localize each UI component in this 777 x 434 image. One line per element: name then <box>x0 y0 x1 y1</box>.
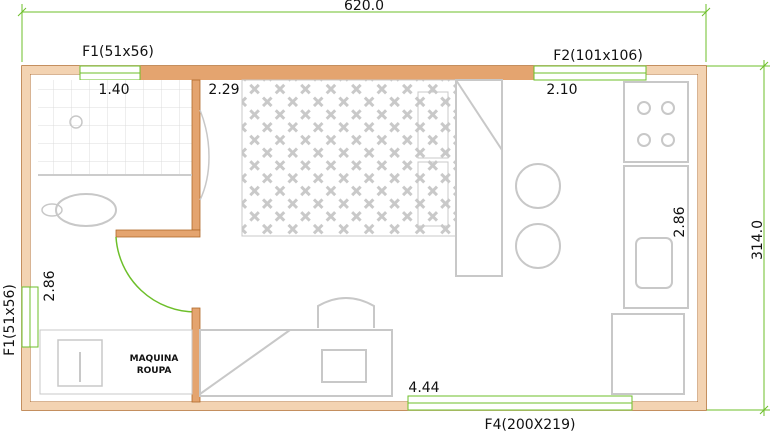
kitchen-height-label: 2.86 <box>672 206 688 237</box>
bed <box>241 79 457 237</box>
bath-door-label: 2.29 <box>208 82 239 98</box>
window-f1-left-label: F1(51x56) <box>2 284 18 356</box>
computer-icon <box>321 349 367 383</box>
bottom-width-label: 4.44 <box>408 380 439 396</box>
burner-icon-4 <box>661 133 675 147</box>
toilet-icon <box>55 193 117 227</box>
stool-icon-2 <box>515 223 561 269</box>
kitchen <box>611 81 689 395</box>
window-f1-top <box>79 65 141 81</box>
burner-icon-3 <box>637 133 651 147</box>
window-f4-label: F4(200X219) <box>485 417 576 433</box>
window-f1-top-label: F1(51x56) <box>82 44 154 60</box>
counter <box>455 79 561 277</box>
bath-width-label: 1.40 <box>98 82 129 98</box>
dimension-lines <box>17 4 770 416</box>
sink-counter <box>623 165 689 309</box>
burner-icon-2 <box>661 101 675 115</box>
laundry-label-line2: ROUPA <box>137 366 172 376</box>
window-f2 <box>533 65 647 81</box>
window-f2-label: F2(101x106) <box>553 48 643 64</box>
overall-width-label: 620.0 <box>344 0 384 14</box>
bathroom <box>38 79 210 403</box>
stool-icon <box>515 163 561 209</box>
sink-icon <box>635 237 673 289</box>
door-swing-bath-icon <box>199 109 210 201</box>
desk <box>199 297 393 397</box>
window-f4 <box>407 395 633 411</box>
left-height-label: 2.86 <box>42 270 58 301</box>
chair-icon <box>317 297 375 328</box>
exterior-walls <box>21 65 707 411</box>
laundry-label-line1: MAQUINA <box>130 354 179 364</box>
fridge <box>611 313 685 395</box>
stove <box>623 81 689 163</box>
window-f1-left <box>21 286 39 348</box>
shower-icon <box>69 115 83 129</box>
burner-icon <box>637 101 651 115</box>
overall-height-label: 314.0 <box>750 220 766 260</box>
laundry-area <box>39 329 193 395</box>
door-swing-icon <box>115 236 197 313</box>
top-right-label: 2.10 <box>546 82 577 98</box>
